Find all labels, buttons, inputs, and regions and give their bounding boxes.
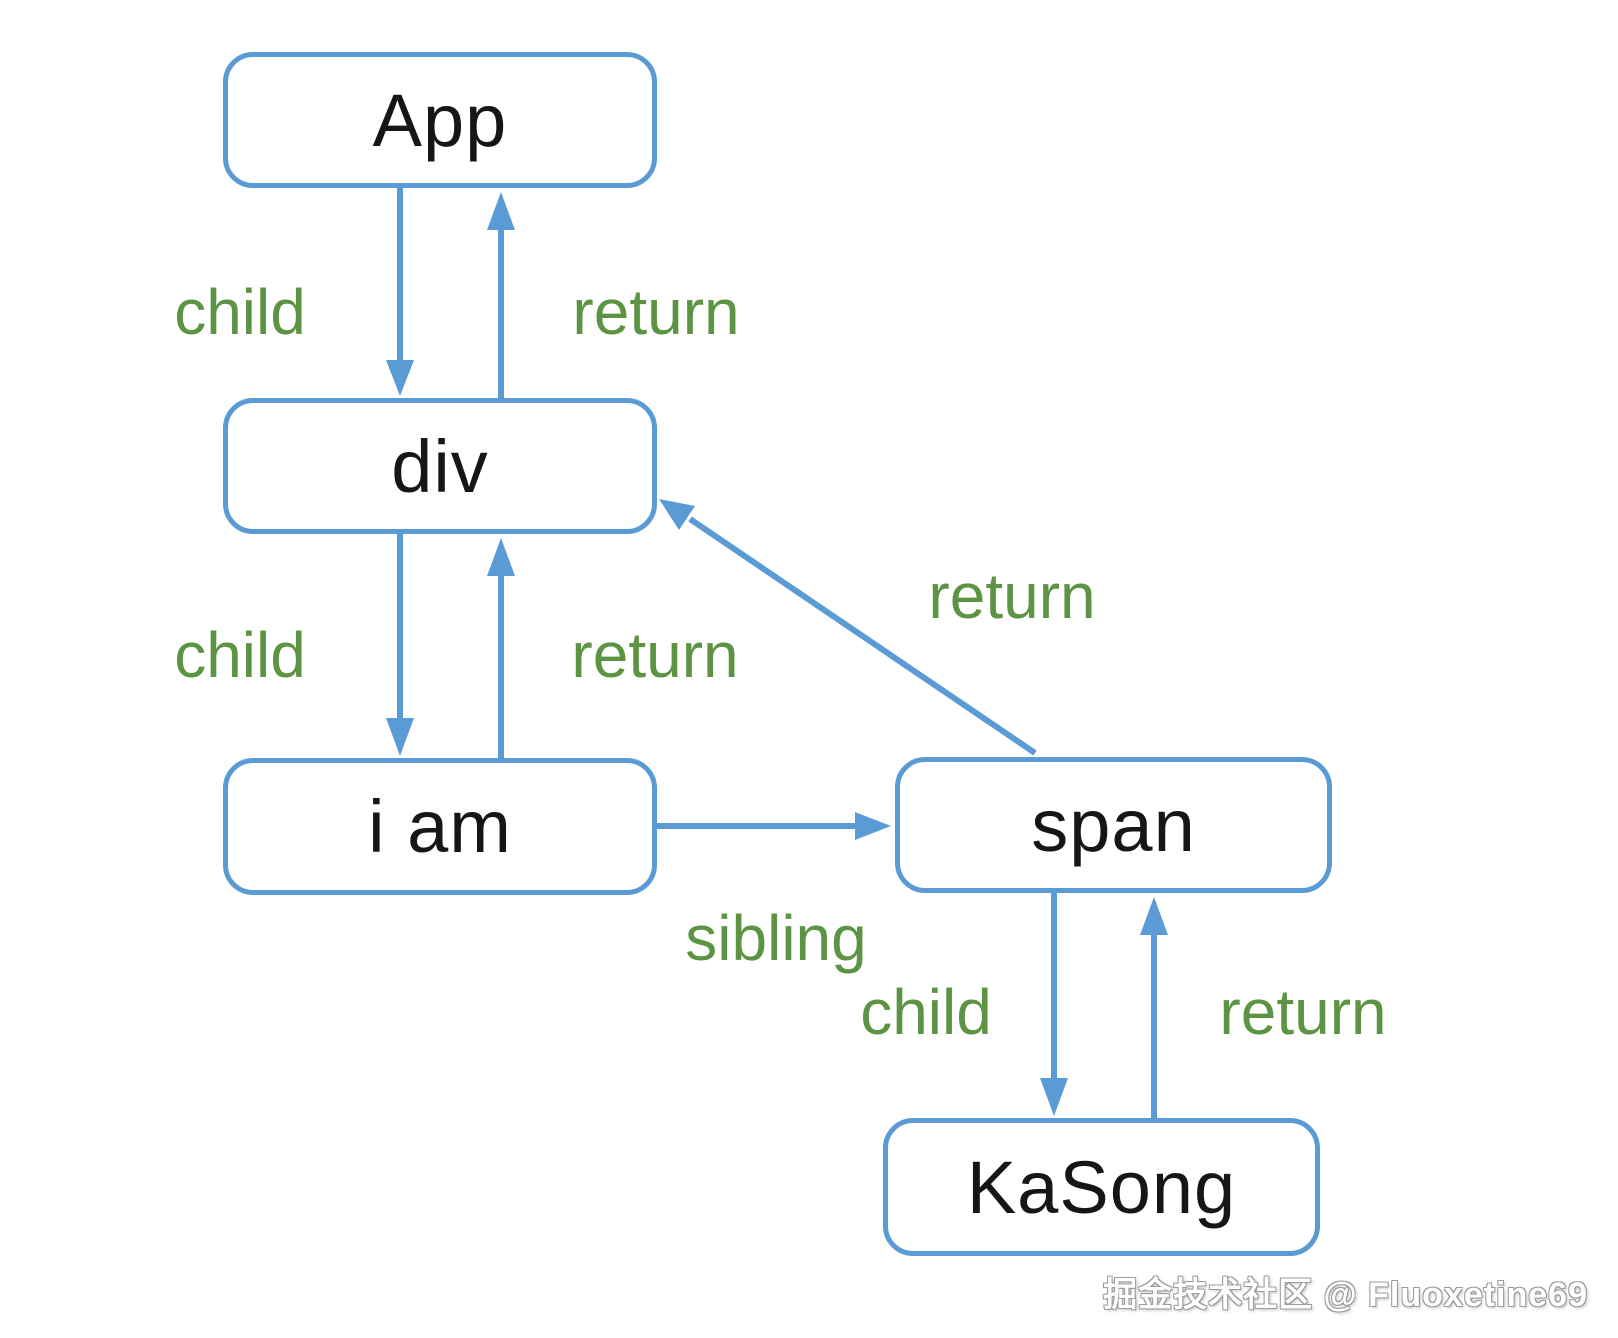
node-span: span: [895, 757, 1332, 893]
node-iam: i am: [223, 758, 657, 895]
arrow-child-app-div: [386, 188, 414, 396]
arrow-child-div-iam: [386, 534, 414, 756]
arrow-sibling-iam-span: [657, 812, 891, 840]
edge-label-sibling-iam-span: sibling: [685, 902, 867, 974]
arrow-return-span-div: [659, 499, 1037, 756]
node-div-label: div: [391, 424, 489, 508]
arrow-child-span-kasong: [1040, 893, 1068, 1116]
edge-label-child-span-kasong: child: [860, 976, 992, 1048]
node-span-label: span: [1031, 783, 1196, 867]
edge-label-child-div-iam: child: [174, 619, 306, 691]
node-app-label: App: [372, 78, 508, 162]
arrow-return-iam-div: [487, 538, 515, 758]
node-app: App: [223, 52, 657, 188]
edge-label-return-span-div: return: [928, 560, 1096, 632]
edge-label-return-div-app: return: [572, 276, 740, 348]
edge-label-return-kasong-span: return: [1219, 976, 1387, 1048]
arrow-return-div-app: [487, 192, 515, 398]
node-div: div: [223, 398, 657, 534]
node-kasong-label: KaSong: [966, 1145, 1237, 1229]
edge-label-child-app-div: child: [174, 276, 306, 348]
node-kasong: KaSong: [883, 1118, 1320, 1256]
arrow-return-kasong-span: [1140, 897, 1168, 1118]
edge-label-return-iam-div: return: [571, 619, 739, 691]
node-iam-label: i am: [368, 785, 512, 868]
watermark: 掘金技术社区 @ Fluoxetine69: [1103, 1276, 1588, 1314]
